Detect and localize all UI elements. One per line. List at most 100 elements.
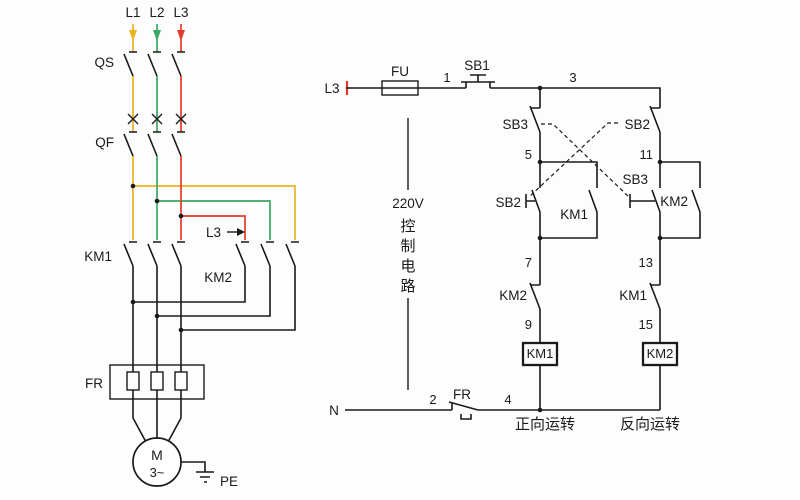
motor-leads: [132, 417, 182, 443]
km2-latch-symbol: [691, 189, 701, 213]
pe-ground: PE: [181, 461, 238, 489]
fr-box: [109, 364, 205, 400]
km1-coil-label: KM1: [527, 346, 554, 361]
km1-latch-symbol: [588, 189, 598, 213]
control-circuit: L3 N FU SB1 1 3 2 4 SB3 5: [324, 58, 701, 433]
motor-label: M: [151, 447, 163, 463]
node-13-label: 13: [639, 255, 653, 270]
node-1-label: 1: [443, 70, 450, 85]
km1-latch-contact: KM1: [560, 189, 598, 222]
km1-main-contacts: KM1: [84, 241, 185, 267]
l3-tap-label: L3: [206, 225, 221, 240]
sb3-start-button: SB3: [622, 172, 661, 213]
sb3-linkage-dashed-line: [541, 123, 631, 199]
qf-label: QF: [95, 135, 114, 150]
junction-dot: [657, 235, 663, 241]
sb2-linkage-dashed-line: [528, 122, 618, 198]
junction-dot: [537, 159, 543, 165]
junction-dot: [178, 327, 184, 333]
km2-interlock-symbol: [529, 282, 541, 310]
junction-dot: [537, 407, 543, 413]
junction-dot: [130, 183, 136, 189]
km1-contact-symbols: [123, 241, 185, 267]
junction-dot: [537, 85, 543, 91]
fr-contact-symbol: [448, 401, 479, 420]
l3-tap-arrow-icon: [237, 228, 245, 236]
fu-label: FU: [391, 64, 409, 79]
qs-label: QS: [94, 55, 114, 70]
node-3-label: 3: [569, 70, 576, 85]
node-15-label: 15: [639, 317, 653, 332]
phase-l2-label: L2: [149, 5, 164, 20]
node-2-label: 2: [429, 392, 436, 407]
km1-coil: KM1: [521, 341, 559, 367]
sb1-label: SB1: [464, 58, 490, 73]
km2-latch-contact: KM2: [660, 189, 701, 213]
phase-l1-label: L1: [125, 5, 140, 20]
km2-main-label: KM2: [204, 270, 232, 285]
l1-arrow-icon: [129, 30, 137, 41]
km1-coil-box: [521, 341, 559, 367]
km1-interlock-contact: KM1: [619, 282, 661, 310]
km1-interlock-label: KM1: [619, 288, 647, 303]
km2-coil-box: [641, 341, 679, 367]
l3-phase-wire: [180, 24, 246, 240]
node-7-label: 7: [525, 255, 532, 270]
node-4-label: 4: [504, 392, 511, 407]
power-circuit: L1 L2 L3 QS QF L3: [84, 5, 299, 489]
node-11-label: 11: [640, 147, 654, 162]
sb3-no-symbol: [629, 189, 661, 213]
circuit-name-char-2: 制: [400, 238, 415, 255]
phase-l3-label: L3: [173, 5, 188, 20]
qs-disconnect-switch: QS: [94, 51, 185, 77]
km1-main-label: KM1: [84, 249, 112, 264]
km1-latch-label: KM1: [560, 207, 588, 222]
junction-dot: [130, 299, 136, 305]
voltage-brace: 220V 控 制 电 路: [392, 118, 424, 390]
km2-coil-label: KM2: [647, 346, 674, 361]
l2-arrow-icon: [153, 30, 161, 41]
fr-thermal-relay: FR: [85, 364, 205, 400]
km2-interlock-contact: KM2: [499, 282, 541, 310]
motor: M 3~: [132, 417, 182, 487]
sb2-no-symbol: [525, 189, 541, 213]
km2-interlock-label: KM2: [499, 288, 527, 303]
km1-interlock-symbol: [649, 282, 661, 310]
voltage-label: 220V: [392, 196, 424, 211]
fr-heater-element: [126, 371, 140, 391]
fr-heater-element: [150, 371, 164, 391]
qf-contact-symbols: [123, 131, 185, 157]
control-l3-label: L3: [324, 81, 339, 96]
junction-dot: [178, 213, 184, 219]
pe-label: PE: [220, 474, 238, 489]
node-9-label: 9: [525, 317, 532, 332]
sb2-nc-contact: SB2: [624, 105, 661, 133]
node-5-label: 5: [525, 147, 532, 162]
km2-main-contacts: KM2: [204, 241, 299, 285]
sb3-nc-contact: SB3: [502, 105, 541, 133]
km2-contact-symbols: [235, 241, 299, 267]
qs-contact-symbols: [123, 51, 185, 77]
forward-caption: 正向运转: [515, 416, 575, 433]
junction-dot: [537, 235, 543, 241]
sb2-nc-symbol: [649, 105, 661, 133]
junction-dot: [154, 313, 160, 319]
fr-nc-contact: FR: [448, 387, 479, 420]
motor-type-label: 3~: [150, 465, 165, 480]
l3-arrow-icon: [177, 30, 185, 41]
ground-icon: [181, 461, 214, 483]
sb2-start-button: SB2: [495, 189, 541, 213]
reverse-caption: 反向运转: [620, 416, 680, 433]
sb2-start-label: SB2: [495, 195, 521, 210]
forward-branch: SB3 5 SB2 KM1 7 KM2 9 KM1: [495, 105, 598, 367]
fr-heater-element: [174, 371, 188, 391]
junction-dot: [657, 159, 663, 165]
qf-breaker: QF: [95, 113, 187, 157]
sb2-nc-label: SB2: [624, 117, 650, 132]
fr-label: FR: [85, 376, 103, 391]
reverse-branch: SB2 11 SB3 KM2 13 KM1 15 KM2: [619, 105, 701, 367]
fu-fuse: FU: [381, 64, 419, 96]
km2-coil: KM2: [641, 341, 679, 367]
